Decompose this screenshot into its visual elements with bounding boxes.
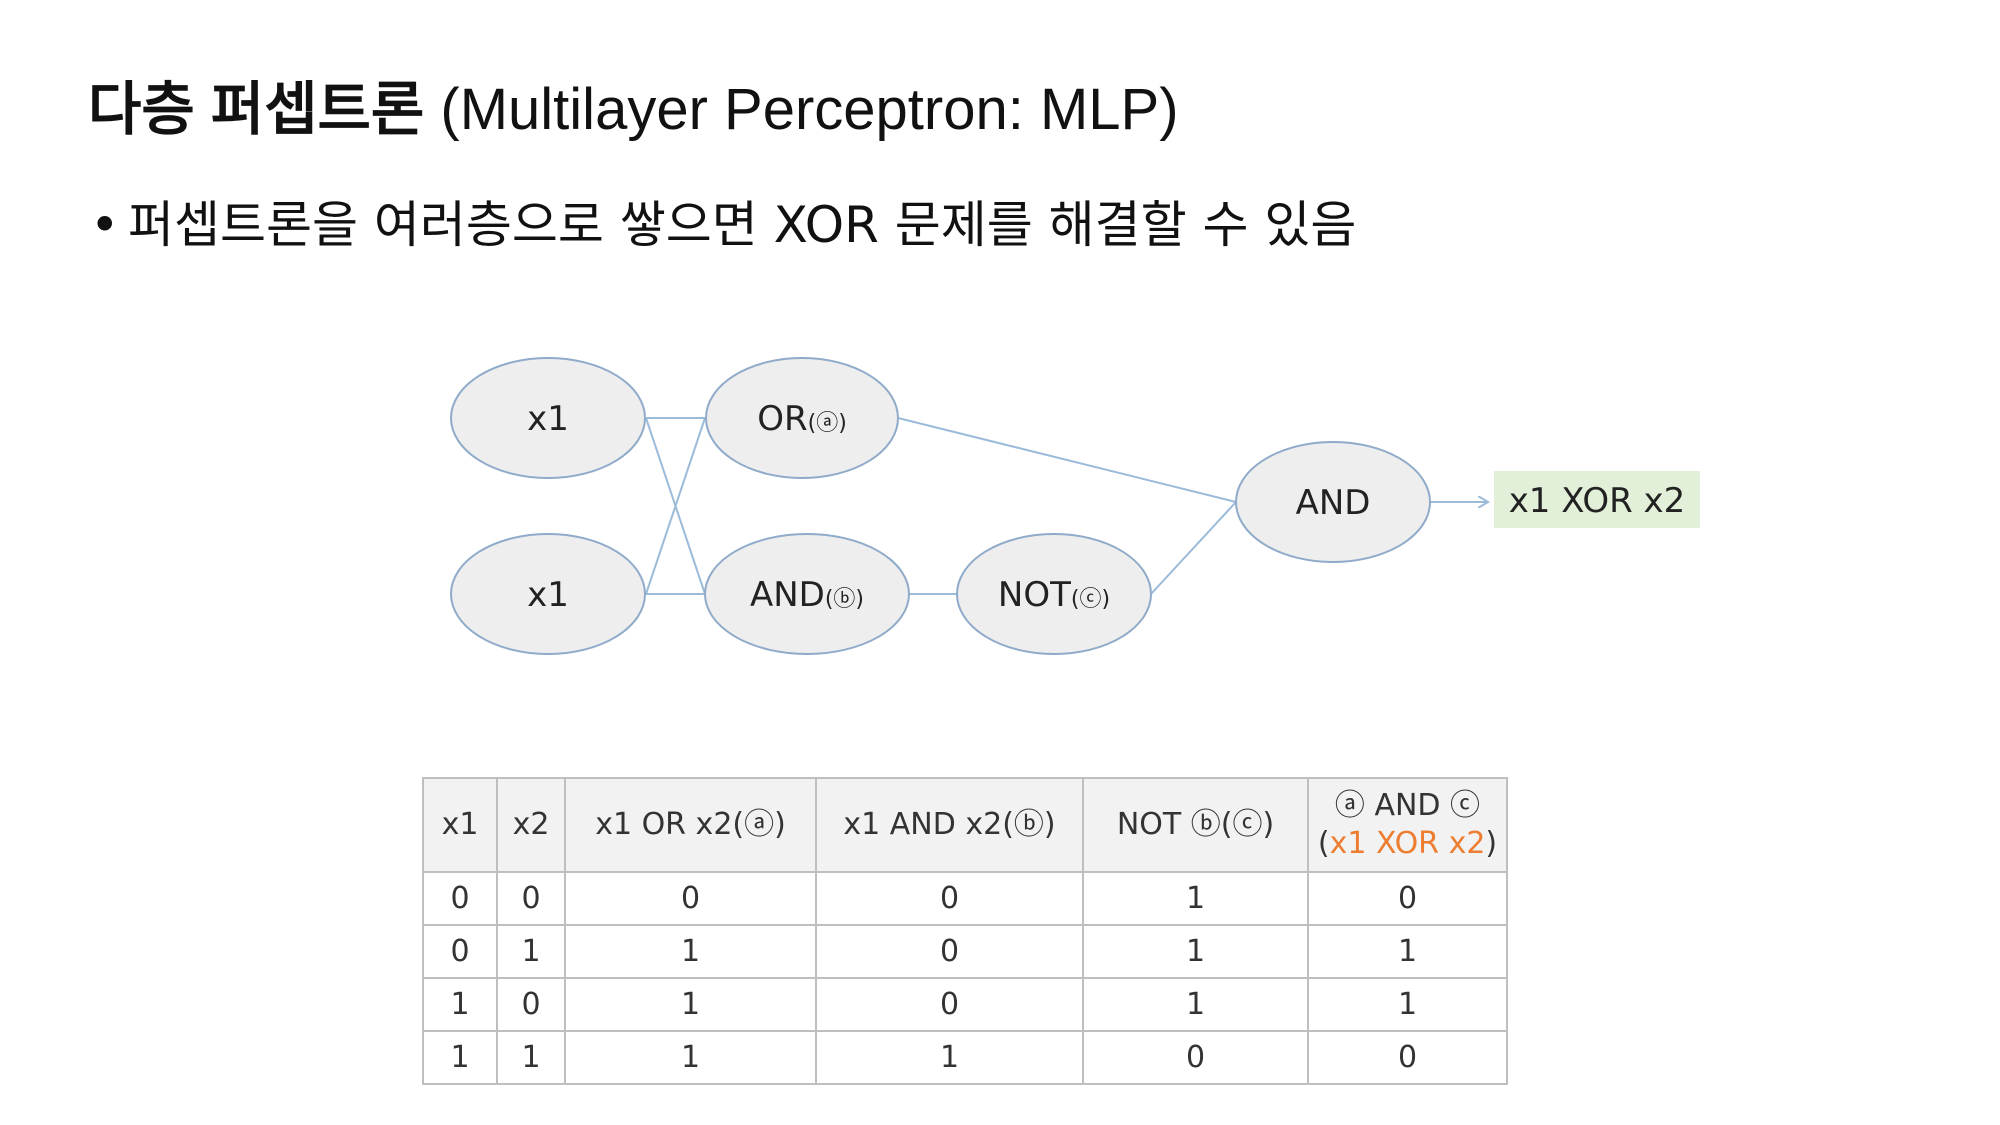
title-korean: 다층 퍼셉트론 <box>88 77 425 142</box>
table-cell: 0 <box>815 924 1084 979</box>
table-cell: 0 <box>496 977 566 1032</box>
node-label: x1 <box>527 399 569 439</box>
bullet-marker: • <box>90 196 120 254</box>
table-cell: 1 <box>564 924 817 979</box>
table-cell: 1 <box>422 977 498 1032</box>
header-not: NOT ⓑ(ⓒ) <box>1082 777 1309 873</box>
table-cell: 0 <box>1082 1030 1309 1085</box>
node-input-x1-bottom: x1 <box>450 533 646 655</box>
header-x1: x1 <box>422 777 498 873</box>
table-cell: 0 <box>1307 871 1508 926</box>
title-english: (Multilayer Perceptron: MLP) <box>440 77 1179 142</box>
header-xor: ⓐ AND ⓒ (x1 XOR x2) <box>1307 777 1508 873</box>
table-cell: 0 <box>422 871 498 926</box>
table-row: 1 1 1 1 0 0 <box>422 1030 1508 1085</box>
table-cell: 0 <box>815 871 1084 926</box>
mlp-diagram: x1 x1 OR(ⓐ) AND(ⓑ) NOT(ⓒ) AND x1 XOR x2 <box>450 357 1700 655</box>
table-cell: 0 <box>496 871 566 926</box>
node-and-b: AND(ⓑ) <box>704 533 910 655</box>
node-not: NOT(ⓒ) <box>956 533 1152 655</box>
table-cell: 1 <box>422 1030 498 1085</box>
edge-or-final <box>897 417 1237 503</box>
table-cell: 1 <box>496 1030 566 1085</box>
table-cell: 1 <box>564 1030 817 1085</box>
diagram-edges <box>645 417 1488 595</box>
node-label: AND <box>1296 483 1371 523</box>
table-cell: 1 <box>1307 977 1508 1032</box>
table-cell: 1 <box>1082 871 1309 926</box>
table-header-row: x1 x2 x1 OR x2(ⓐ) x1 AND x2(ⓑ) NOT ⓑ(ⓒ) … <box>422 777 1508 873</box>
table-cell: 1 <box>564 977 817 1032</box>
table-cell: 1 <box>815 1030 1084 1085</box>
node-input-x1-top: x1 <box>450 357 646 479</box>
table-cell: 1 <box>1082 977 1309 1032</box>
header-or: x1 OR x2(ⓐ) <box>564 777 817 873</box>
truth-table: x1 x2 x1 OR x2(ⓐ) x1 AND x2(ⓑ) NOT ⓑ(ⓒ) … <box>422 777 1508 1085</box>
node-label: AND(ⓑ) <box>750 575 864 615</box>
xor-highlight: x1 XOR x2 <box>1329 826 1486 861</box>
output-xor: x1 XOR x2 <box>1494 471 1700 528</box>
node-label: x1 <box>527 575 569 615</box>
table-cell: 0 <box>1307 1030 1508 1085</box>
header-and: x1 AND x2(ⓑ) <box>815 777 1084 873</box>
table-row: 0 1 1 0 1 1 <box>422 924 1508 979</box>
output-label: x1 XOR x2 <box>1509 481 1686 521</box>
node-label: NOT(ⓒ) <box>998 575 1110 615</box>
table-cell: 1 <box>496 924 566 979</box>
table-row: 1 0 1 0 1 1 <box>422 977 1508 1032</box>
table-cell: 1 <box>1082 924 1309 979</box>
edge-not-final <box>1150 501 1237 595</box>
node-or: OR(ⓐ) <box>705 357 899 479</box>
table-cell: 1 <box>1307 924 1508 979</box>
table-cell: 0 <box>564 871 817 926</box>
header-xor-line2: (x1 XOR x2) <box>1317 826 1498 861</box>
table-cell: 0 <box>422 924 498 979</box>
table-cell: 0 <box>815 977 1084 1032</box>
node-and-final: AND <box>1235 441 1431 563</box>
node-label: OR(ⓐ) <box>757 399 847 439</box>
slide-title: 다층 퍼셉트론 (Multilayer Perceptron: MLP) <box>88 70 1179 150</box>
table-row: 0 0 0 0 1 0 <box>422 871 1508 926</box>
header-x2: x2 <box>496 777 566 873</box>
bullet-text: 퍼셉트론을 여러층으로 쌓으면 XOR 문제를 해결할 수 있음 <box>128 196 1357 254</box>
bullet-point: •퍼셉트론을 여러층으로 쌓으면 XOR 문제를 해결할 수 있음 <box>90 193 1356 257</box>
edge-input2-or <box>645 417 706 595</box>
header-xor-line1: ⓐ AND ⓒ <box>1334 788 1481 823</box>
